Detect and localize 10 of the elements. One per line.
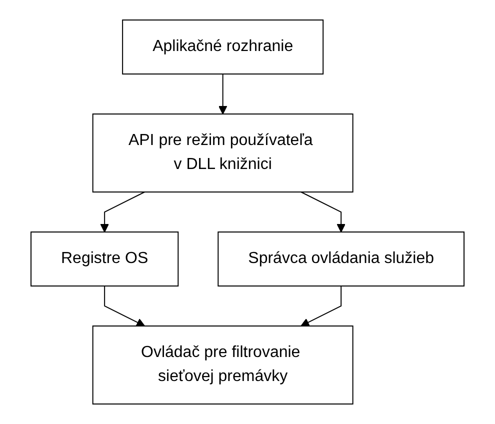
arrow bbox=[104, 286, 146, 326]
node-box: Aplikačné rozhranie bbox=[122, 20, 324, 74]
arrow bbox=[100, 192, 146, 232]
node-box: Ovládač pre filtrovanie sieťovej premávky bbox=[92, 326, 354, 404]
node-box: Registre OS bbox=[30, 232, 179, 286]
arrow bbox=[218, 74, 228, 114]
node-box: API pre režim používateľa v DLL knižnici bbox=[92, 114, 354, 192]
arrow bbox=[300, 192, 346, 232]
arrow bbox=[300, 286, 342, 326]
node-box: Správca ovládania služieb bbox=[218, 232, 465, 286]
